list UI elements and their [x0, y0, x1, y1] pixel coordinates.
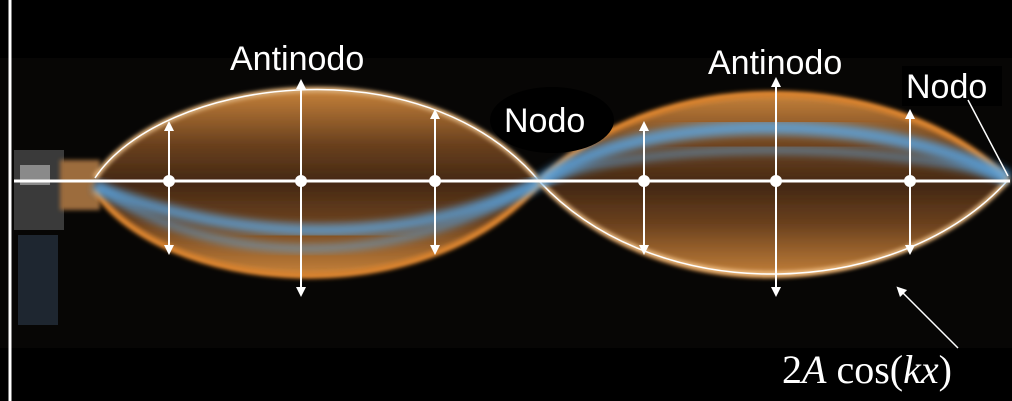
envelope-pointer-arrow: [896, 286, 959, 349]
node-center-label: Nodo: [504, 102, 586, 140]
node-right-bubble: [902, 66, 1002, 106]
node-pointer-line: [967, 99, 1009, 177]
formula-function: cos: [836, 347, 890, 392]
amplitude-dot: [429, 175, 441, 187]
node-right-label: Nodo: [906, 68, 988, 106]
node-center-bubble: [490, 87, 614, 153]
formula-argument: kx: [903, 347, 939, 392]
amplitude-arrows: [163, 77, 916, 297]
amplitude-dot: [904, 175, 916, 187]
formula-close-paren: ): [938, 347, 952, 392]
formula-coefficient: 2: [782, 347, 802, 392]
antinode-left-label: Antinodo: [230, 40, 365, 78]
antinode-right-label: Antinodo: [708, 44, 843, 82]
amplitude-dot: [295, 175, 307, 187]
envelope-formula: 2A cos(kx): [782, 350, 952, 390]
formula-open-paren: (: [889, 347, 904, 392]
amplitude-dot: [770, 175, 782, 187]
amplitude-dot: [638, 175, 650, 187]
formula-amplitude: A: [802, 347, 827, 392]
amplitude-dot: [163, 175, 175, 187]
